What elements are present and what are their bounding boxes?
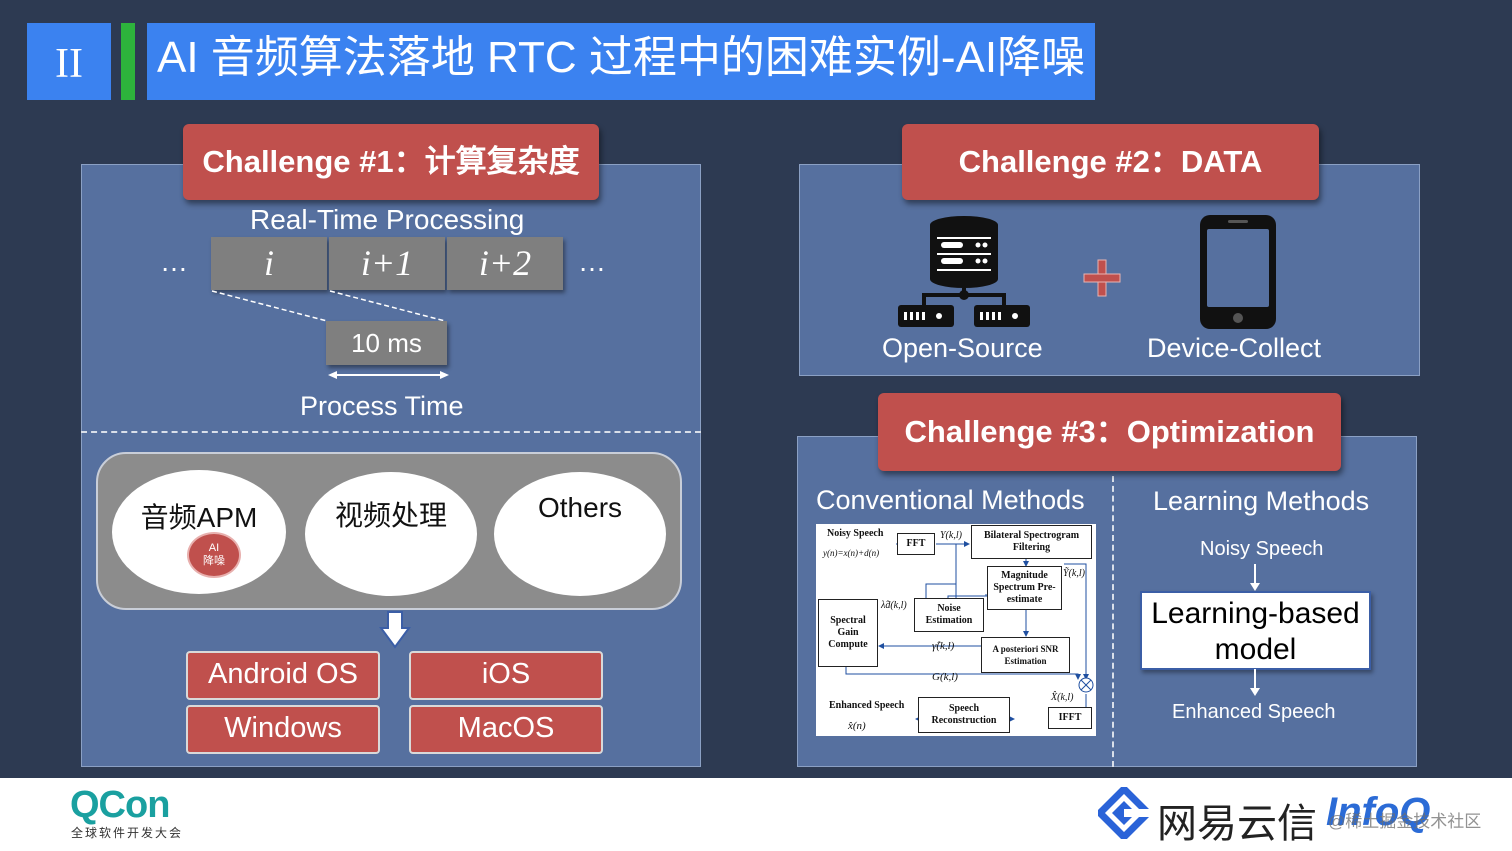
qcon-subtitle: 全球软件开发大会 bbox=[71, 826, 184, 840]
dg-gamma: γ̂(k,l) bbox=[932, 640, 955, 652]
netease-logo-text: 网易云信 bbox=[1157, 802, 1317, 846]
frame-i-plus-2: i+2 bbox=[447, 237, 563, 290]
module-others: Others bbox=[494, 472, 666, 596]
learning-methods-label: Learning Methods bbox=[1153, 486, 1370, 516]
ai-badge-line2: 降噪 bbox=[203, 555, 225, 567]
learning-arrow-2 bbox=[1250, 669, 1260, 696]
dg-g: G(k,l) bbox=[932, 671, 958, 683]
qcon-logo: QCon bbox=[70, 784, 170, 826]
netease-logo-icon bbox=[1098, 787, 1150, 839]
database-server-icon bbox=[898, 216, 1030, 327]
conventional-methods-label: Conventional Methods bbox=[816, 485, 1085, 515]
dashed-divider bbox=[81, 431, 701, 433]
watermark: @稀土掘金技术社区 bbox=[1328, 812, 1482, 831]
duration-box: 10 ms bbox=[326, 321, 447, 365]
dg-noisy-eq: y(n)=x(n)+d(n) bbox=[823, 548, 880, 558]
zoom-lines bbox=[211, 290, 449, 379]
module-video-label: 视频处理 bbox=[334, 500, 447, 531]
dashed-vertical-divider bbox=[1112, 476, 1114, 767]
process-time-label: Process Time bbox=[300, 391, 464, 421]
learning-arrow-1 bbox=[1250, 564, 1260, 591]
dg-lambda: λ̂d(k,l) bbox=[881, 600, 907, 611]
platform-windows: Windows bbox=[186, 705, 380, 754]
frame-i: i bbox=[211, 237, 327, 290]
learning-model-label: Learning-based model bbox=[1151, 597, 1360, 666]
dg-enhanced-speech: Enhanced Speech bbox=[829, 700, 905, 711]
footer-bar bbox=[0, 778, 1512, 851]
learning-model-box: Learning-based model bbox=[1140, 591, 1371, 670]
dg-spectral-gain: Spectral Gain Compute bbox=[818, 599, 878, 667]
challenge2-tab: Challenge #2：DATA bbox=[902, 124, 1319, 200]
dg-noisy-speech: Noisy Speech bbox=[827, 528, 884, 539]
accent-bar bbox=[121, 23, 135, 100]
ellipsis-right: … bbox=[578, 246, 609, 277]
learning-enhanced-speech: Enhanced Speech bbox=[1172, 701, 1336, 723]
learning-noisy-speech: Noisy Speech bbox=[1200, 538, 1324, 560]
down-arrow-icon bbox=[379, 611, 411, 649]
frame-i-plus-1: i+1 bbox=[329, 237, 445, 290]
module-apm: 音频APM bbox=[112, 470, 286, 594]
dg-fft: FFT bbox=[897, 533, 935, 555]
dg-bilateral: Bilateral Spectrogram Filtering bbox=[971, 525, 1092, 559]
dg-magnitude: Magnitude Spectrum Pre-estimate bbox=[987, 566, 1062, 610]
dg-posteriori: A posteriori SNR Estimation bbox=[981, 637, 1070, 673]
platform-android: Android OS bbox=[186, 651, 380, 700]
ai-denoise-badge: AI 降噪 bbox=[187, 532, 241, 578]
challenge1-tab: Challenge #1：计算复杂度 bbox=[183, 124, 599, 200]
plus-icon bbox=[1083, 259, 1121, 297]
ellipsis-left: … bbox=[160, 246, 191, 277]
module-apm-label: 音频APM bbox=[140, 502, 258, 533]
dg-xhat-n: x̂(n) bbox=[848, 720, 866, 732]
source-device-collect: Device-Collect bbox=[1147, 333, 1322, 363]
source-open-source: Open-Source bbox=[882, 333, 1043, 363]
dg-reconstruction: Speech Reconstruction bbox=[918, 697, 1010, 733]
section-number: II bbox=[27, 23, 111, 100]
slide-title: AI 音频算法落地 RTC 过程中的困难实例-AI降噪 bbox=[147, 23, 1095, 100]
ai-badge-line1: AI bbox=[208, 542, 220, 554]
smartphone-icon bbox=[1200, 215, 1276, 329]
module-video: 视频处理 bbox=[305, 472, 477, 596]
dg-xhat-k: X̂(k,l) bbox=[1051, 692, 1074, 703]
dg-y: Y(k,l) bbox=[940, 530, 962, 541]
platform-ios: iOS bbox=[409, 651, 603, 700]
challenge3-tab: Challenge #3：Optimization bbox=[878, 393, 1341, 471]
realtime-label: Real-Time Processing bbox=[250, 204, 525, 235]
dg-noise-est: Noise Estimation bbox=[914, 598, 984, 632]
dg-ifft: IFFT bbox=[1048, 707, 1092, 729]
platform-macos: MacOS bbox=[409, 705, 603, 754]
dg-ytilde: Ỹ(k,l) bbox=[1063, 568, 1085, 579]
module-others-label: Others bbox=[537, 492, 623, 523]
infoq-logo: InfoQ bbox=[1326, 790, 1431, 834]
